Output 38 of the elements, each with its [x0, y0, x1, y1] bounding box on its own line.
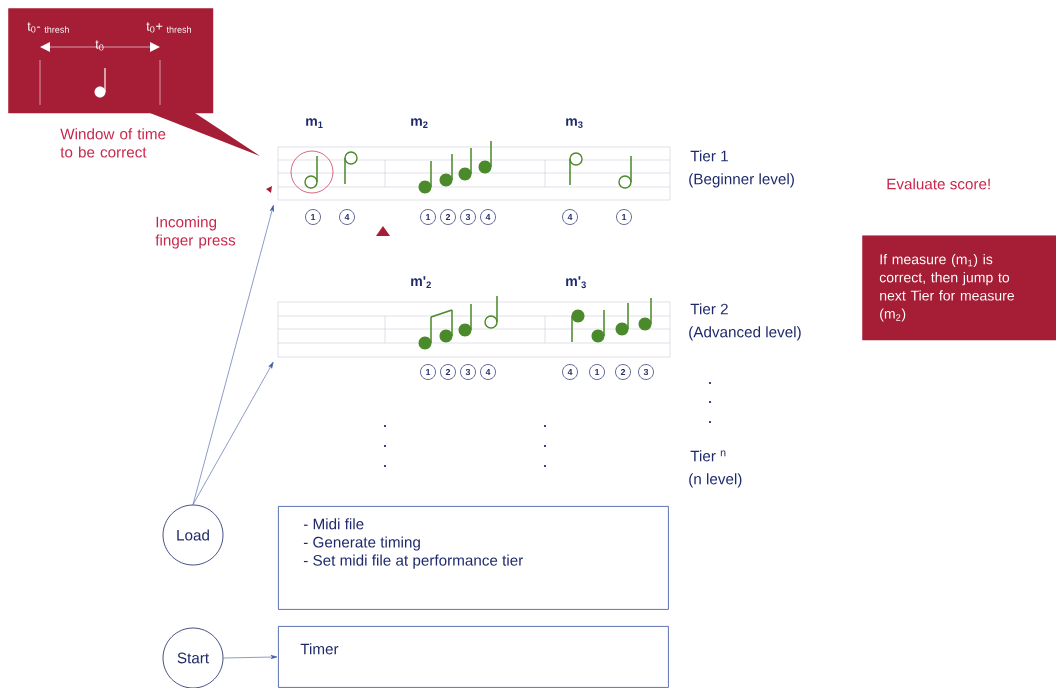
finger-number: 1: [589, 364, 605, 380]
finger-number: 2: [440, 209, 456, 225]
finger-number: 3: [460, 209, 476, 225]
finger-number: 2: [440, 364, 456, 380]
measure-label: m$_{1}$: [306, 118, 323, 128]
finger-number: 4: [562, 209, 578, 225]
arrow: [223, 655, 278, 660]
arrow: [192, 205, 274, 505]
finger-number: 1: [420, 209, 436, 225]
tier-label: (Beginner level): [689, 173, 794, 188]
callout-caption: Window of time to be correct: [60, 128, 166, 158]
finger-number: 1: [616, 209, 632, 225]
finger-number: 4: [562, 364, 578, 380]
finger-number: 4: [480, 209, 496, 225]
finger-number: 4: [480, 364, 496, 380]
finger-number: 1: [420, 364, 436, 380]
finger-number: 1: [305, 209, 321, 225]
rule-box: If measure (m$_{1}$) is correct, then jump to next Tier for measure (m$_{2}$): [862, 235, 1056, 341]
music-staff: [277, 301, 671, 358]
finger-number: 3: [460, 364, 476, 380]
tier-label: (Advanced level): [689, 326, 801, 341]
tier-label: Tier 1: [690, 150, 728, 162]
note-text: Incoming finger press: [155, 216, 236, 249]
arrow: [192, 361, 274, 505]
measure-label: m$_{2}$: [411, 118, 428, 128]
finger-number: 4: [339, 209, 355, 225]
heading: Evaluate score!: [887, 178, 990, 190]
measure-label: m'$_{3}$: [566, 276, 586, 289]
process-box: - Midi file - Generate timing - Set midi file at performance tier: [278, 506, 669, 610]
measure-label: m'$_{2}$: [411, 276, 431, 288]
tier-label: Tier $^{n}$: [690, 450, 726, 462]
measure-label: m$_{3}$: [566, 118, 583, 129]
process-box: Timer: [278, 626, 669, 688]
tier-label: Tier 2: [690, 303, 728, 315]
music-staff: [277, 146, 671, 201]
tier-label: (n level): [689, 473, 742, 488]
finger-number: 3: [638, 364, 654, 380]
finger-number: 2: [615, 364, 631, 380]
